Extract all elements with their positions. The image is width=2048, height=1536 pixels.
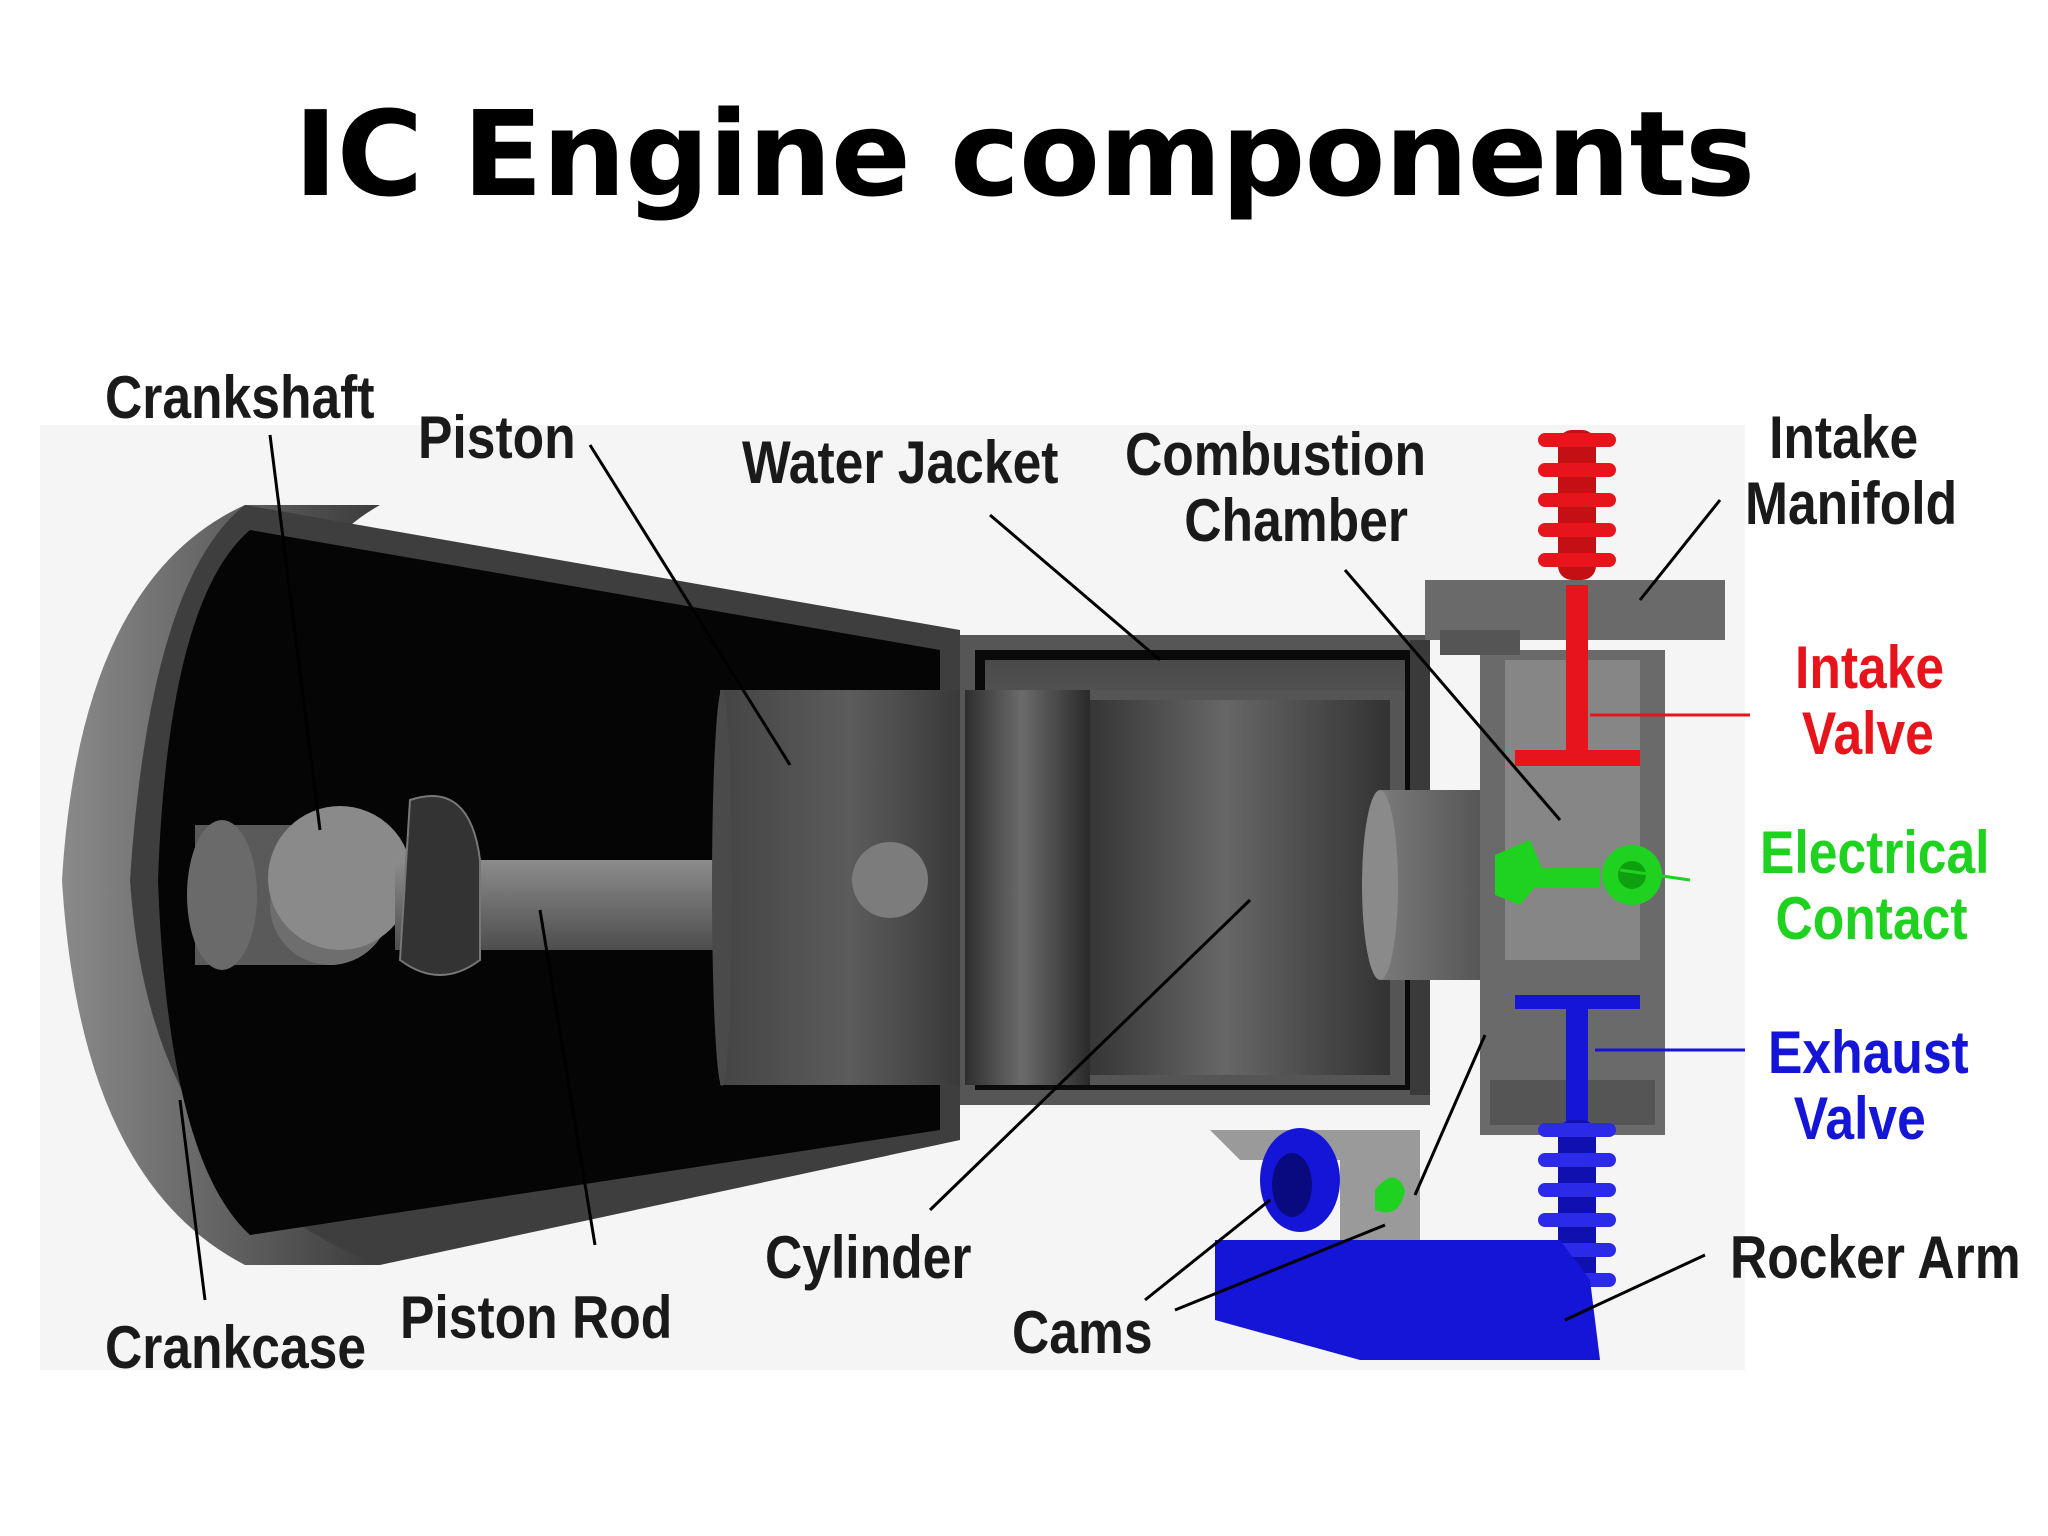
leader-intake-manifold — [1638, 499, 1722, 601]
leader-piston-rod — [538, 909, 597, 1246]
piston-rod — [395, 795, 755, 976]
label-exhaust-valve-line1: Exhaust — [1768, 1019, 1969, 1086]
label-intake-manifold-line2: Manifold — [1745, 470, 1958, 537]
leader-combustion-chamber — [1343, 569, 1562, 821]
intake-valve — [1515, 430, 1640, 766]
label-cams: Cams — [1012, 1299, 1153, 1366]
label-intake-manifold: Intake Manifold — [1745, 405, 1957, 537]
leader-lines — [178, 434, 1750, 1322]
label-electrical-contact: Electrical Contact — [1760, 820, 1989, 952]
label-intake-valve-line1: Intake — [1795, 634, 1945, 701]
label-piston-rod: Piston Rod — [400, 1284, 673, 1351]
cam-support — [1210, 1130, 1420, 1250]
leader-cams-1 — [1144, 1198, 1271, 1302]
slide-title: IC Engine components — [293, 85, 1755, 223]
leader-piston — [588, 444, 792, 766]
label-intake-valve-line2: Valve — [1801, 700, 1934, 767]
label-cylinder: Cylinder — [765, 1224, 972, 1291]
label-electrical-contact-line1: Electrical — [1760, 819, 1990, 886]
label-rocker-arm: Rocker Arm — [1730, 1224, 2021, 1291]
label-water-jacket: Water Jacket — [742, 429, 1059, 496]
piston — [712, 690, 980, 1086]
leader-crankshaft — [268, 434, 322, 831]
label-exhaust-valve: Exhaust Valve — [1768, 1020, 1969, 1152]
rocker-arm — [1215, 1240, 1600, 1360]
label-electrical-contact-line2: Contact — [1775, 885, 1968, 952]
label-combustion-chamber-line1: Combustion — [1125, 421, 1426, 488]
leader-crankcase — [178, 1099, 207, 1301]
crankshaft — [187, 806, 412, 970]
leader-cylinder — [928, 898, 1252, 1212]
spark-plug — [1495, 840, 1662, 905]
label-piston: Piston — [418, 404, 576, 471]
label-combustion-chamber: Combustion Chamber — [1125, 422, 1426, 554]
label-crankshaft: Crankshaft — [105, 364, 375, 431]
label-crankcase: Crankcase — [105, 1314, 367, 1381]
label-exhaust-valve-line2: Valve — [1793, 1085, 1926, 1152]
leader-electrical-contact — [1619, 868, 1691, 882]
leader-electrical-cam — [1413, 1034, 1487, 1196]
label-intake-manifold-line1: Intake — [1769, 404, 1919, 471]
label-combustion-chamber-line2: Chamber — [1184, 487, 1408, 554]
leader-rocker-arm — [1564, 1253, 1706, 1322]
exhaust-valve — [1515, 995, 1640, 1290]
leader-cams-2 — [1174, 1223, 1386, 1312]
cylinder — [960, 635, 1430, 1105]
label-intake-valve: Intake Valve — [1795, 635, 1944, 767]
leader-water-jacket — [989, 513, 1161, 662]
cams — [1260, 1128, 1405, 1232]
